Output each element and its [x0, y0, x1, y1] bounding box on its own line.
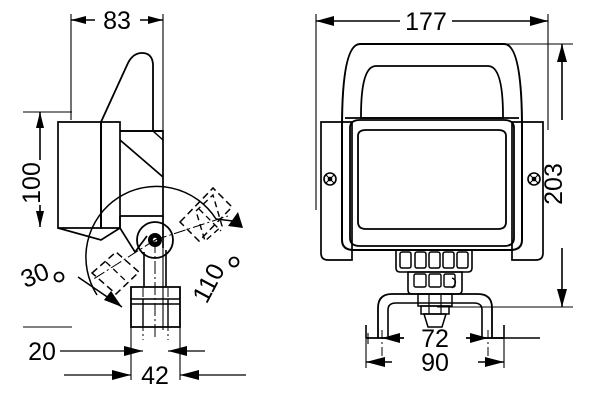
arrow-arc-110 — [228, 212, 243, 228]
arrow-203-top — [557, 44, 567, 62]
arrow-30 — [104, 291, 122, 307]
swing-axis-110 — [154, 215, 229, 241]
dim-label-110: 110 — [187, 259, 230, 307]
side-bottom-taper — [57, 227, 121, 241]
front-bezel — [349, 119, 515, 247]
dim-label-30: 30 — [17, 257, 53, 293]
arrow-90-right — [485, 357, 504, 367]
front-vent-strip — [395, 249, 473, 273]
degree-symbol-30-icon — [53, 271, 65, 283]
swing-axis-30 — [91, 239, 156, 281]
front-view-group: 177 203 — [315, 8, 573, 377]
rotation-arc — [85, 185, 217, 296]
arrow-72-left — [382, 333, 400, 343]
bracket-ghost-right — [178, 186, 234, 243]
arrow-20-left — [168, 346, 187, 356]
arrow-83-right — [148, 16, 163, 24]
bracket-ghost-right-outer — [195, 193, 223, 243]
front-flange-right — [511, 121, 544, 261]
screw-right-icon — [527, 172, 541, 186]
arrow-177-right — [530, 16, 548, 26]
side-housing-band — [100, 121, 121, 229]
dim-label-42: 42 — [141, 362, 169, 390]
dim-label-203: 203 — [540, 163, 568, 205]
bracket-ghost-left — [90, 251, 141, 296]
arrow-42-left — [112, 370, 131, 380]
dim-label-100: 100 — [18, 162, 46, 204]
arrow-100-bottom — [36, 211, 44, 227]
front-adjust-knob — [417, 293, 453, 328]
dim-label-90: 90 — [421, 349, 449, 377]
side-bottom-notch — [119, 227, 148, 254]
front-outer-housing — [341, 43, 523, 251]
degree-symbol-110-icon — [228, 256, 240, 268]
front-knuckle — [407, 271, 463, 295]
arrow-100-top — [36, 112, 44, 128]
arrow-90-left — [366, 357, 385, 367]
side-housing-backplate — [57, 121, 102, 229]
screw-left-icon — [323, 172, 337, 186]
front-lens — [357, 129, 507, 230]
side-housing-front — [120, 130, 164, 217]
dim-label-177: 177 — [405, 8, 447, 36]
front-flange-left — [320, 121, 353, 261]
side-view-group: 83 100 — [17, 7, 246, 390]
arrow-72-right — [470, 333, 488, 343]
front-bracket-u-inner — [387, 302, 483, 338]
arrow-20-right — [124, 346, 143, 356]
side-mount-arm — [100, 52, 154, 131]
front-hood — [360, 65, 504, 119]
dim-label-83: 83 — [103, 7, 131, 35]
arrow-203-bottom — [557, 289, 567, 307]
arrow-42-right — [180, 370, 199, 380]
side-diagonal-upper — [119, 139, 164, 178]
arrow-177-left — [316, 16, 334, 26]
side-arm-joint — [152, 130, 164, 141]
arrow-83-left — [71, 16, 86, 24]
dim-label-72: 72 — [421, 325, 449, 353]
dim-label-20: 20 — [28, 338, 56, 366]
